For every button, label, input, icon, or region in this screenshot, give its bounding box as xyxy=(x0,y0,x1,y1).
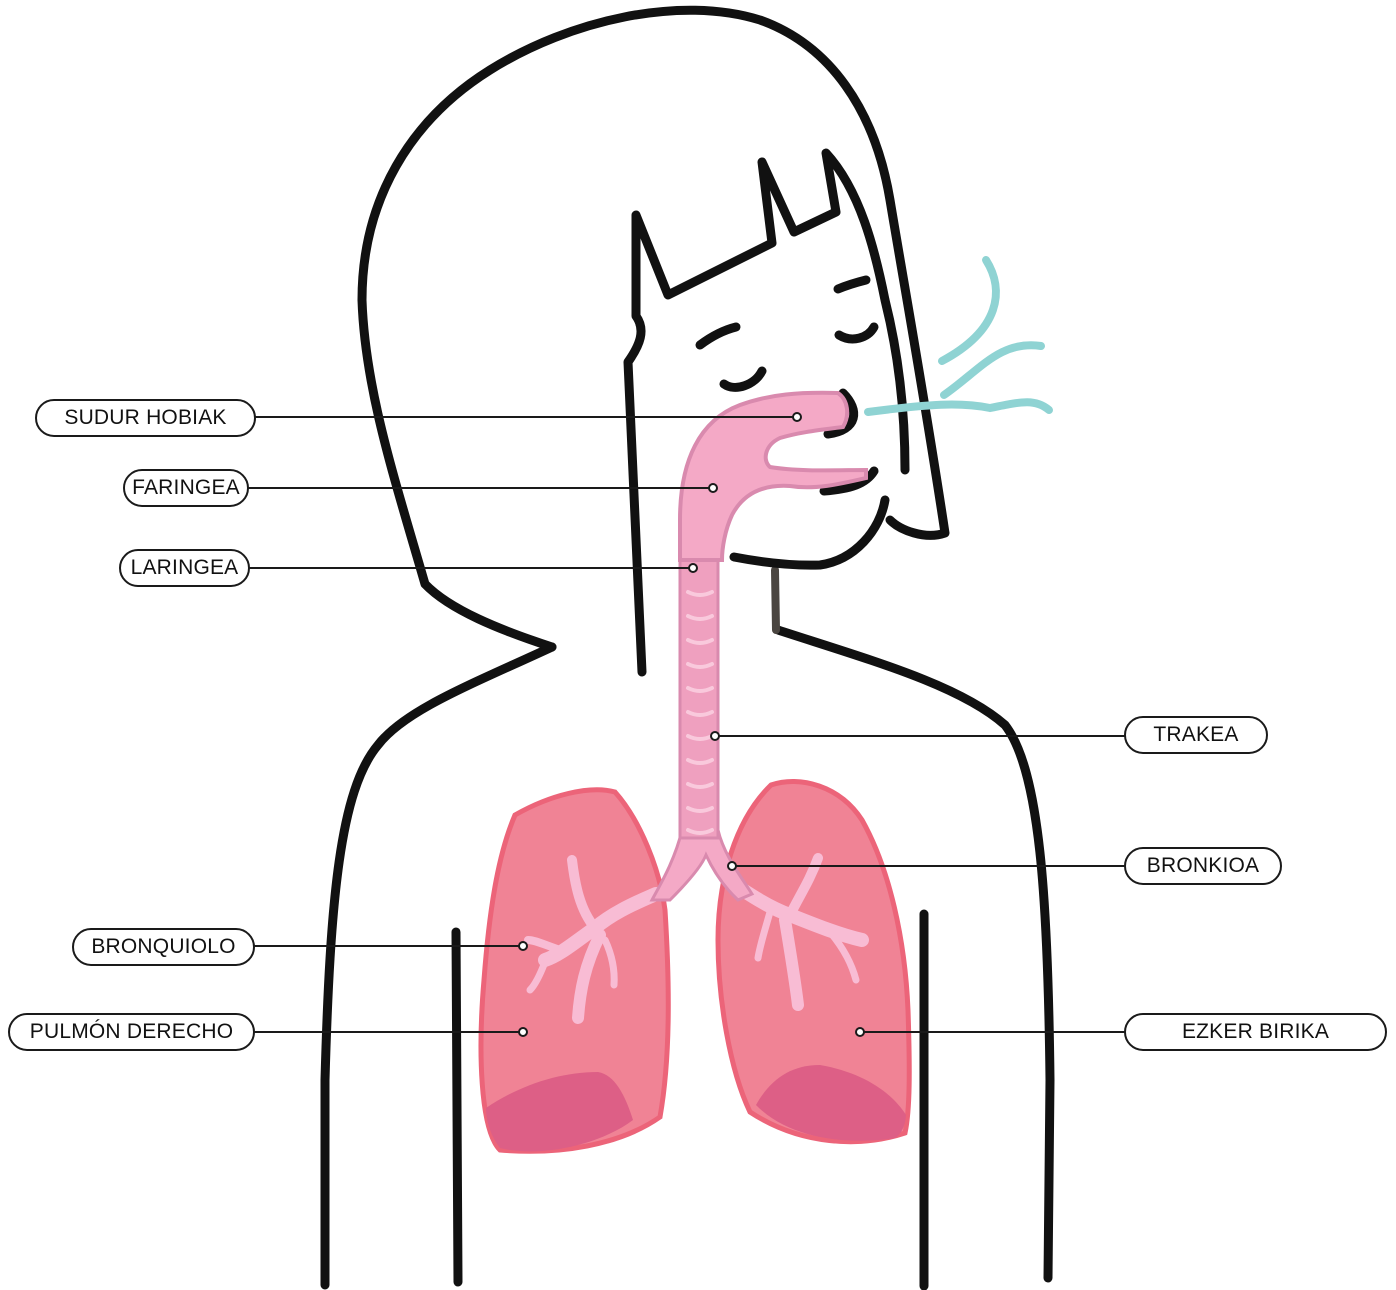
label-left-lung: EZKER BIRIKA xyxy=(1124,1013,1387,1051)
eyebrow-left xyxy=(700,327,736,345)
label-right-lung: PULMÓN DERECHO xyxy=(8,1013,255,1051)
head-outline xyxy=(362,10,945,672)
label-trachea: TRAKEA xyxy=(1124,716,1268,754)
eye-left xyxy=(724,371,762,387)
label-larynx: LARINGEA xyxy=(119,549,250,587)
neck-line xyxy=(775,570,776,630)
eyebrow-right xyxy=(838,280,866,289)
face-chin xyxy=(734,500,885,565)
label-nasal-cavity: SUDUR HOBIAK xyxy=(35,399,256,437)
eye-right xyxy=(839,327,874,339)
label-pharynx: FARINGEA xyxy=(123,469,249,507)
label-bronchiole: BRONQUIOLO xyxy=(72,928,255,966)
left-torso-line xyxy=(456,932,458,1282)
label-bronchus: BRONKIOA xyxy=(1124,847,1282,885)
